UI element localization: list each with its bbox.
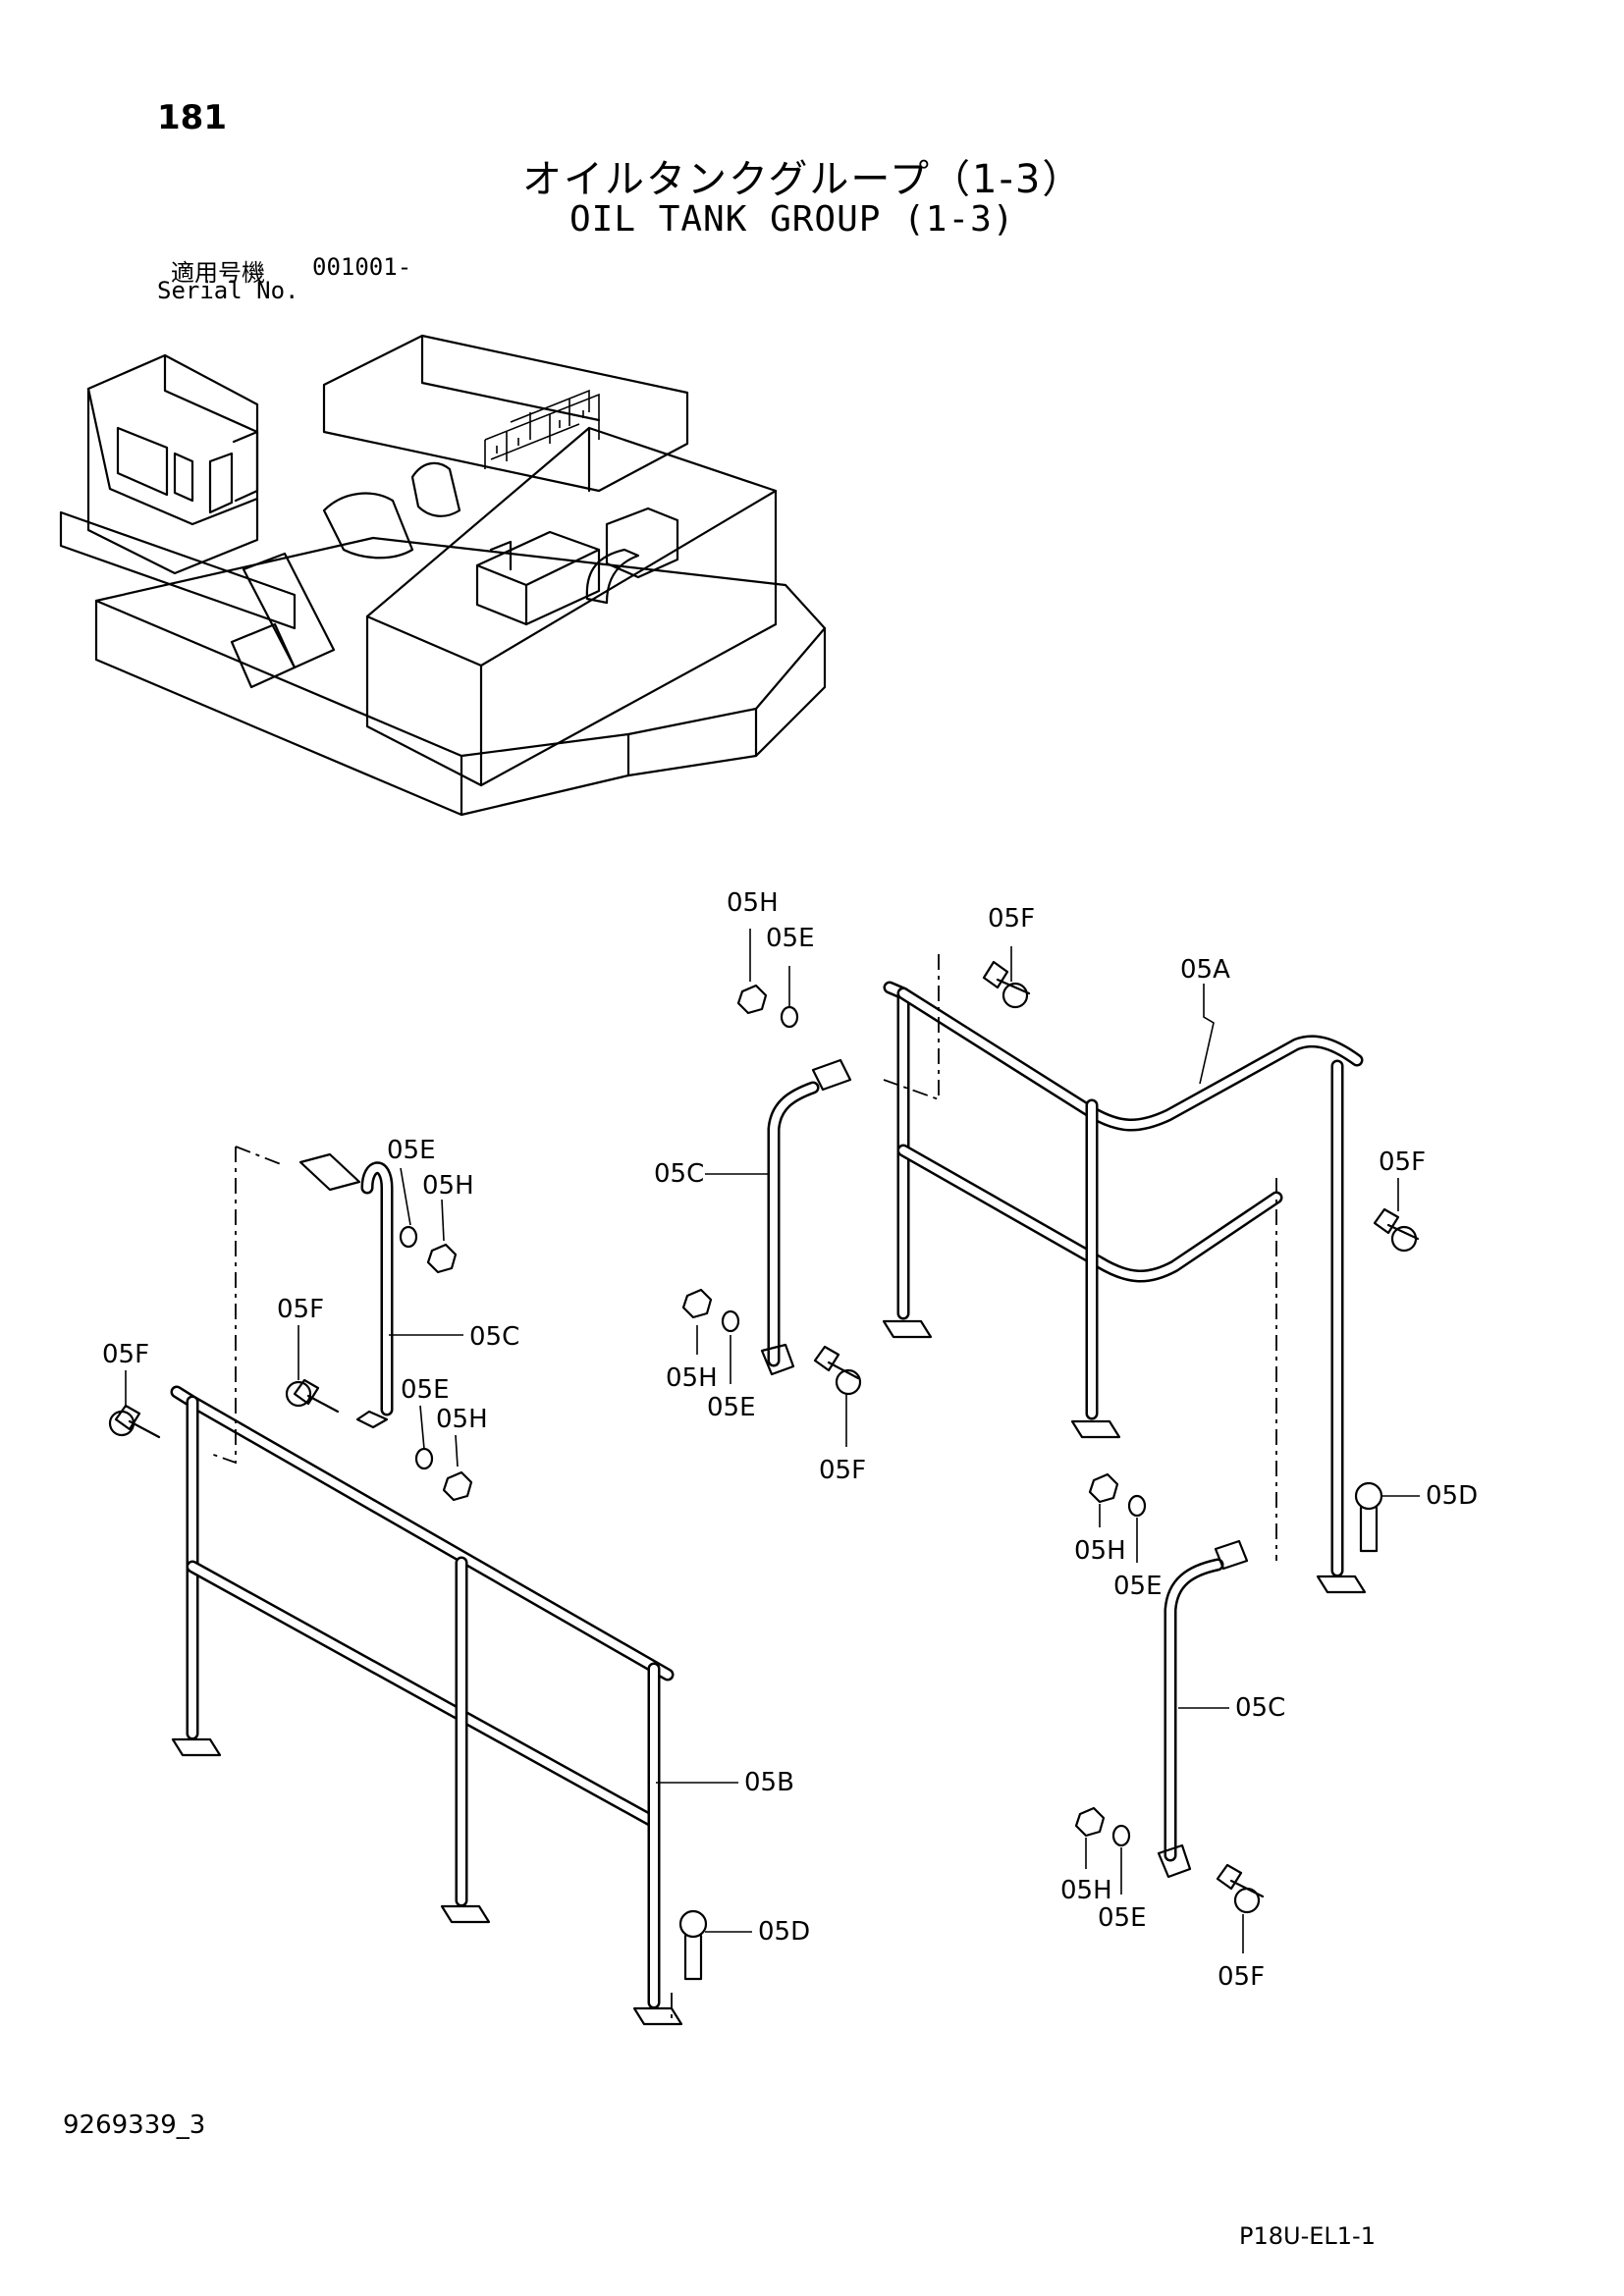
machine-overview-drawing [59,334,827,817]
nut-washer-drawings [399,984,1147,1847]
callout-05f: 05F [1379,1148,1426,1177]
serial-label-english: Serial No. [157,277,299,304]
callout-05f: 05F [819,1456,866,1485]
bolt-hardware-drawings [108,960,1420,1981]
callout-05f: 05F [1218,1962,1265,1992]
page-code: P18U-EL1-1 [1239,2222,1376,2250]
leader-lines [125,929,1420,1953]
callout-05e: 05E [1098,1903,1147,1933]
callout-05c: 05C [469,1322,519,1352]
callout-05e: 05E [766,924,815,953]
callout-05a: 05A [1180,955,1230,985]
callout-05f: 05F [988,904,1035,934]
callout-05d: 05D [1426,1481,1478,1511]
callout-05h: 05H [727,888,779,918]
callout-05c: 05C [1235,1693,1285,1723]
page-title-english: OIL TANK GROUP (1-3) [569,199,1015,240]
document-code: 9269339_3 [63,2110,206,2140]
callout-05b: 05B [744,1768,794,1797]
part-callouts: 05H 05E 05F 05A 05C 05F 05H 05E 05F 05E … [102,888,1478,1992]
callout-05h: 05H [1074,1536,1126,1566]
callout-05e: 05E [1113,1572,1163,1601]
callout-05d: 05D [758,1917,810,1947]
callout-05e: 05E [401,1375,450,1405]
serial-number: 001001- [312,253,412,281]
handrail-05a-drawing [882,954,1367,1594]
callout-05f: 05F [102,1340,149,1369]
callout-05h: 05H [1060,1876,1112,1905]
page-number: 181 [157,98,227,137]
page-title-japanese: オイルタンクグループ（1-3） [522,157,1084,202]
callout-05h: 05H [422,1171,474,1201]
callout-05f: 05F [277,1295,324,1324]
bracket-05c-drawings [298,1058,1249,1879]
handrail-05b-drawing [170,1146,683,2026]
callout-05c: 05C [654,1159,704,1189]
callout-05e: 05E [387,1136,436,1165]
serial-label-japanese: 適用号機 [171,259,265,287]
callout-05h: 05H [436,1405,488,1434]
callout-05h: 05H [666,1363,718,1393]
callout-05e: 05E [707,1393,756,1422]
